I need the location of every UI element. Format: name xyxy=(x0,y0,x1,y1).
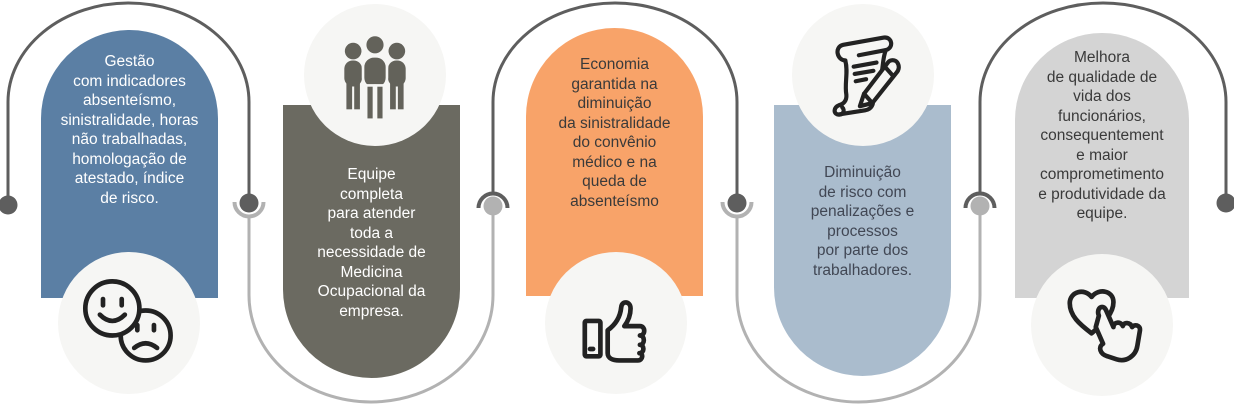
heart-click-icon xyxy=(1067,289,1143,363)
icon-circle xyxy=(545,252,687,394)
node-dot-2 xyxy=(483,196,503,216)
node-cup-light-1 xyxy=(232,201,266,219)
icon-circle xyxy=(792,4,934,146)
node-dot-end xyxy=(1216,193,1234,213)
icon-circle xyxy=(1031,254,1173,396)
card-text: Gestão com indicadores absenteísmo, sini… xyxy=(60,53,199,207)
card-text: Diminuição de risco com penalizações e p… xyxy=(810,164,915,279)
arc-under-card-4 xyxy=(735,212,982,404)
node-dot-start xyxy=(0,195,18,215)
node-dot-4 xyxy=(970,196,990,216)
card-shape: Equipe completa para atender toda a nece… xyxy=(283,105,460,378)
arc-over-card-3 xyxy=(491,1,739,195)
arc-over-card-5 xyxy=(978,1,1228,195)
node-dot-1 xyxy=(239,193,259,213)
node-cup-light-2 xyxy=(720,201,754,219)
arc-under-card-2 xyxy=(247,212,495,404)
icon-circle xyxy=(58,252,200,394)
smiley-sad-faces-icon xyxy=(82,279,173,363)
card-text: Melhora de qualidade de vida dos funcion… xyxy=(1038,49,1166,222)
card-shape: Economia garantida na diminuição da sini… xyxy=(526,28,703,296)
team-icon xyxy=(344,33,406,122)
card-shape: Melhora de qualidade de vida dos funcion… xyxy=(1015,33,1189,298)
card-text: Economia garantida na diminuição da sini… xyxy=(558,56,671,210)
node-cup-dark-1 xyxy=(476,191,510,209)
thumbs-up-icon xyxy=(582,300,647,363)
node-dot-3 xyxy=(727,193,747,213)
contract-pen-icon xyxy=(832,35,901,117)
card-text: Equipe completa para atender toda a nece… xyxy=(317,166,426,320)
node-cup-dark-2 xyxy=(963,191,997,209)
icon-circle xyxy=(304,4,446,146)
card-shape: Gestão com indicadores absenteísmo, sini… xyxy=(41,30,218,298)
arc-over-card-1 xyxy=(6,1,251,200)
card-shape: Diminuição de risco com penalizações e p… xyxy=(774,105,951,376)
